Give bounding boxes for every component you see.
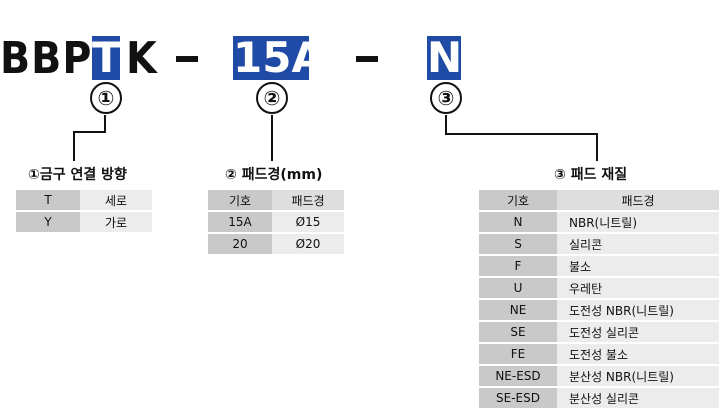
separator-dash-1 [176, 56, 198, 62]
table-row: F 불소 [479, 255, 719, 278]
connector-1-vertical [104, 115, 106, 133]
marker-1: ① [90, 82, 122, 114]
connector-1-horizontal [73, 131, 106, 133]
table-header-row: 기호 패드경 [479, 190, 719, 212]
model-suffix-k: K [126, 33, 158, 84]
table-row: NE-ESD 분산성 NBR(니트릴) [479, 365, 719, 388]
table-cell-code: SE [479, 321, 557, 344]
table-cell-desc: 분산성 실리콘 [557, 387, 719, 410]
table-row: FE 도전성 불소 [479, 343, 719, 366]
table-header-desc: 패드경 [557, 190, 719, 212]
section1-table: T 세로 Y 가로 [16, 190, 152, 234]
table-cell-code: T [16, 190, 80, 212]
connector-3-horizontal [445, 133, 598, 135]
table-row: NE 도전성 NBR(니트릴) [479, 299, 719, 322]
table-cell-desc: 불소 [557, 255, 719, 278]
option-box-direction: T [92, 33, 121, 82]
connector-3-down [596, 133, 598, 161]
table-row: SE 도전성 실리콘 [479, 321, 719, 344]
table-row: N NBR(니트릴) [479, 211, 719, 234]
table-header-code: 기호 [479, 190, 557, 212]
table-cell-desc: 가로 [80, 211, 152, 234]
table-cell-desc: 우레탄 [557, 277, 719, 300]
table-cell-desc: 도전성 NBR(니트릴) [557, 299, 719, 322]
table-cell-desc: Ø15 [272, 211, 344, 234]
table-cell-desc: 실리콘 [557, 233, 719, 256]
table-header-desc: 패드경 [272, 190, 344, 212]
table-cell-code: U [479, 277, 557, 300]
table-cell-code: S [479, 233, 557, 256]
table-header-row: 기호 패드경 [208, 190, 344, 212]
table-cell-code: NE-ESD [479, 365, 557, 388]
table-cell-code: SE-ESD [479, 387, 557, 410]
table-cell-desc: NBR(니트릴) [557, 211, 719, 234]
table-cell-desc: Ø20 [272, 233, 344, 256]
table-row: S 실리콘 [479, 233, 719, 256]
table-row: 20 Ø20 [208, 233, 344, 256]
section3-title: ③ 패드 재질 [554, 167, 628, 183]
table-cell-desc: 도전성 불소 [557, 343, 719, 366]
table-cell-code: FE [479, 343, 557, 366]
table-row: Y 가로 [16, 211, 152, 234]
section1-title: ①금구 연결 방향 [28, 167, 127, 183]
marker-2: ② [256, 82, 288, 114]
table-row: T 세로 [16, 190, 152, 212]
section2-title: ② 패드경(mm) [225, 167, 323, 183]
table-cell-code: 15A [208, 211, 272, 234]
table-cell-code: Y [16, 211, 80, 234]
connector-1-down [73, 131, 75, 161]
section3-table: 기호 패드경 N NBR(니트릴) S 실리콘 F 불소 U 우레탄 NE 도전… [479, 190, 719, 410]
table-cell-code: F [479, 255, 557, 278]
table-cell-code: N [479, 211, 557, 234]
option-box-pad-size: 15A [233, 33, 324, 82]
table-cell-desc: 세로 [80, 190, 152, 212]
separator-dash-2 [356, 56, 378, 62]
table-cell-code: NE [479, 299, 557, 322]
marker-3: ③ [430, 82, 462, 114]
connector-3-vertical [445, 115, 447, 135]
table-header-code: 기호 [208, 190, 272, 212]
option-box-material: N [427, 33, 463, 82]
table-cell-desc: 도전성 실리콘 [557, 321, 719, 344]
connector-2-vertical [271, 115, 273, 161]
table-cell-code: 20 [208, 233, 272, 256]
table-row: 15A Ø15 [208, 211, 344, 234]
table-row: U 우레탄 [479, 277, 719, 300]
table-cell-desc: 분산성 NBR(니트릴) [557, 365, 719, 388]
table-row: SE-ESD 분산성 실리콘 [479, 387, 719, 410]
section2-table: 기호 패드경 15A Ø15 20 Ø20 [208, 190, 344, 256]
